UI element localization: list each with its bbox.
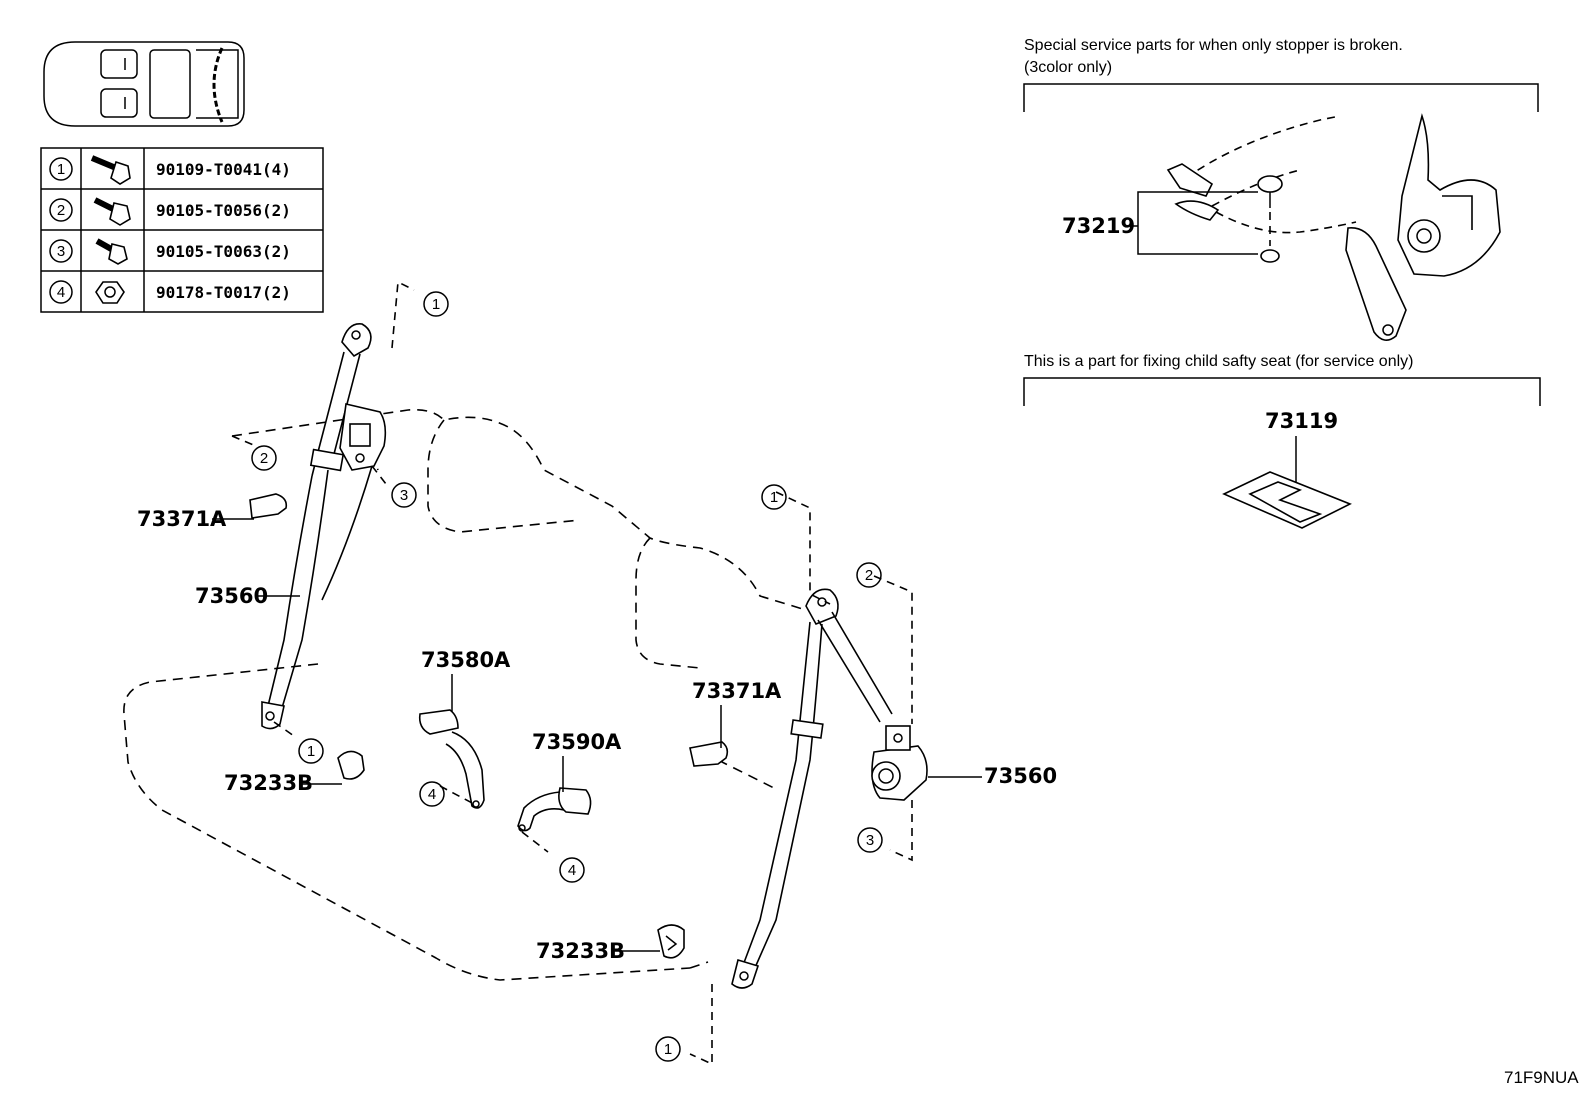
bolt-icon [93, 197, 131, 226]
bolt-icon [95, 238, 128, 265]
label-buckle-b: 73590A [532, 730, 622, 754]
child-seat-service-panel: This is a part for fixing child safty se… [1023, 353, 1541, 529]
callout-2: 2 [856, 562, 882, 588]
diagram-code: 71F9NUA [1504, 1068, 1579, 1087]
left-seat-belt [261, 323, 387, 730]
svg-text:1: 1 [432, 296, 440, 313]
callout-4: 4 [559, 857, 585, 883]
svg-text:1: 1 [664, 1041, 672, 1058]
table-ref-number: 3 [57, 243, 65, 260]
anchor-cover-left-part [249, 493, 288, 519]
svg-text:1: 1 [770, 489, 778, 506]
label-cover-left: 73233B [224, 771, 313, 795]
callout-3: 3 [391, 482, 417, 508]
table-row: 2 90105-T0056(2) [49, 197, 291, 226]
table-row: 1 90109-T0041(4) [49, 155, 291, 185]
callout-2: 2 [251, 445, 277, 471]
label-belt-right: 73560 [984, 764, 1057, 788]
label-anchor-cover-right: 73371A [692, 679, 782, 703]
buckle-73580A [418, 709, 485, 809]
nut-icon [95, 281, 125, 304]
callout-1: 1 [298, 738, 324, 764]
vehicle-location-icon [43, 41, 245, 127]
callout-circles: 1 2 3 1 4 4 1 2 3 1 [251, 291, 883, 1062]
table-part-number: 90105-T0063(2) [156, 242, 291, 261]
table-ref-number: 4 [57, 284, 65, 301]
table-row: 4 90178-T0017(2) [49, 280, 291, 304]
table-ref-number: 1 [57, 161, 65, 178]
stopper-service-panel: Special service parts for when only stop… [1023, 37, 1539, 341]
label-child-seat-part: 73119 [1265, 409, 1338, 433]
cover-bottom-part [657, 924, 685, 959]
stopper-note-line1: Special service parts for when only stop… [1024, 37, 1403, 54]
callout-1: 1 [655, 1036, 681, 1062]
label-belt-left: 73560 [195, 584, 268, 608]
fastener-table: 1 90109-T0041(4) 2 90105-T0056(2) 3 9010 [40, 147, 324, 313]
child-seat-note: This is a part for fixing child safty se… [1024, 353, 1413, 370]
svg-text:3: 3 [866, 832, 874, 849]
anchor-cover-right-part [689, 741, 729, 767]
svg-text:4: 4 [428, 786, 436, 803]
svg-text:2: 2 [260, 450, 268, 467]
fastener-leaders [231, 280, 913, 1066]
right-seat-belt [731, 588, 928, 989]
callout-1: 1 [423, 291, 449, 317]
stopper-note-line2: (3color only) [1024, 59, 1112, 76]
callout-1: 1 [761, 484, 787, 510]
callout-4: 4 [419, 781, 445, 807]
label-buckle-a: 73580A [421, 648, 511, 672]
svg-text:4: 4 [568, 862, 576, 879]
table-part-number: 90109-T0041(4) [156, 160, 291, 179]
callout-3: 3 [857, 827, 883, 853]
table-part-number: 90105-T0056(2) [156, 201, 291, 220]
svg-text:2: 2 [865, 567, 873, 584]
table-ref-number: 2 [57, 202, 65, 219]
table-part-number: 90178-T0017(2) [156, 283, 291, 302]
bolt-icon [90, 155, 131, 185]
table-row: 3 90105-T0063(2) [49, 238, 291, 265]
svg-text:3: 3 [400, 487, 408, 504]
cover-left-part [337, 750, 365, 780]
svg-text:1: 1 [307, 743, 315, 760]
buckle-73590A [517, 787, 592, 832]
label-cover-bottom: 73233B [536, 939, 625, 963]
label-stopper-part: 73219 [1062, 214, 1135, 238]
part-labels: 73371A 73560 73580A 73590A 73371A 73233B… [137, 507, 1057, 963]
